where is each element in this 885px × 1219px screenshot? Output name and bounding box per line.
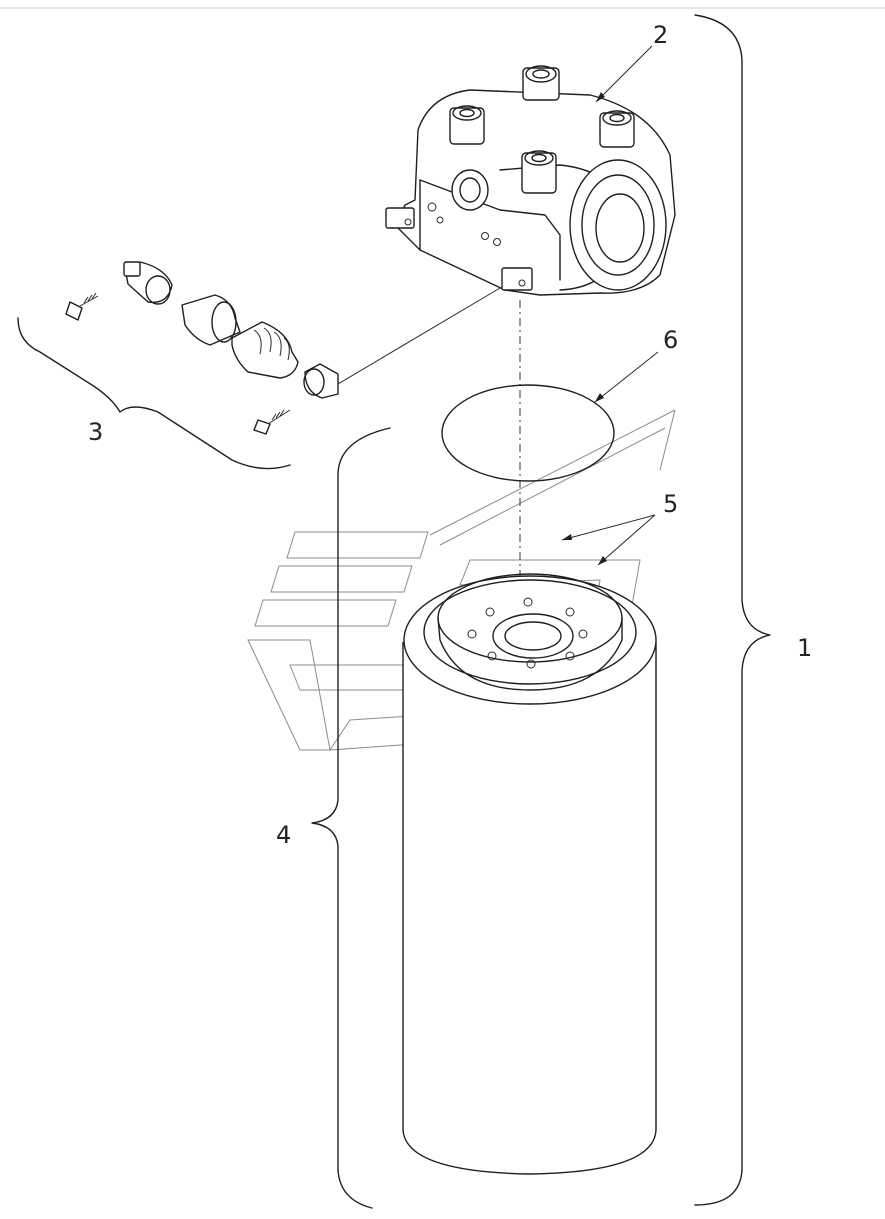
callout-1: 1	[797, 634, 812, 662]
callout-3: 3	[88, 418, 103, 446]
filter-element	[402, 573, 657, 1175]
callout-2: 2	[653, 21, 668, 49]
bypass-valve-parts	[65, 261, 501, 435]
callout-4: 4	[276, 821, 291, 849]
leader-lines	[561, 45, 659, 566]
callout-6: 6	[663, 326, 678, 354]
o-ring	[441, 384, 615, 482]
callout-5: 5	[663, 490, 678, 518]
filter-head	[385, 65, 676, 296]
brace-valve-3	[17, 317, 291, 470]
brace-filter-4	[311, 427, 391, 1209]
brace-assembly-1	[694, 14, 771, 1206]
